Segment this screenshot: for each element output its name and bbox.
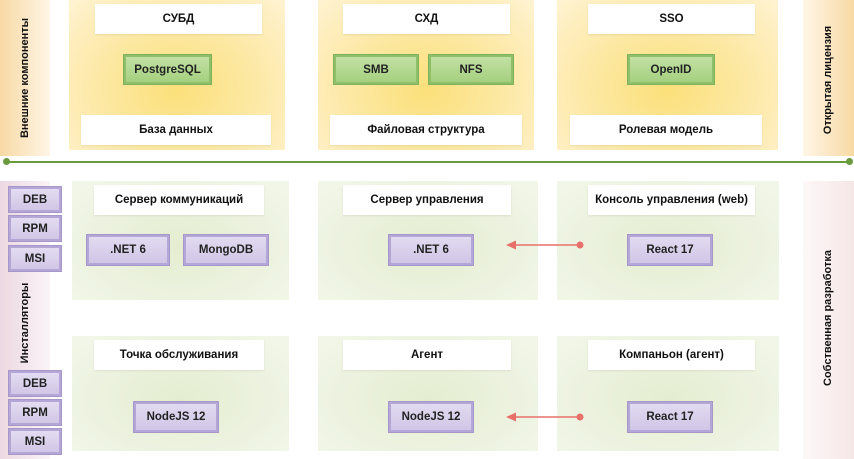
panel-service-point: Точка обслуживания NodeJS 12 [72,336,289,451]
agent-title: Агент [343,340,511,370]
panel-sso: SSO OpenID Ролевая модель [557,0,778,150]
tech-nodejs12-service-point: NodeJS 12 [133,401,219,433]
tech-nodejs12-agent: NodeJS 12 [388,401,474,433]
installer-bottom-rpm: RPM [8,399,62,426]
tech-nfs: NFS [428,54,514,85]
label-open-license: Открытая лицензия [822,25,834,135]
panel-companion: Компаньон (агент) React 17 [557,336,779,451]
companion-title: Компаньон (агент) [588,340,755,370]
right-strip-own-development [803,181,854,459]
mgmt-server-title: Сервер управления [343,185,511,215]
console-title: Консоль управления (web) [588,185,755,215]
dbms-title: СУБД [95,4,262,34]
tech-react17-companion: React 17 [627,401,713,433]
tech-react17-console: React 17 [627,234,713,266]
left-strip-external [0,0,50,156]
label-own-development: Собственная разработка [822,250,834,386]
installer-top-deb: DEB [8,186,62,213]
dbms-footer: База данных [81,115,271,145]
tech-smb: SMB [333,54,419,85]
label-external-components: Внешние компоненты [19,17,31,139]
divider-right-dot [846,158,853,165]
tech-dotnet6-mgmt: .NET 6 [388,234,474,266]
right-strip-open-license [803,0,854,156]
tech-dotnet6-comm: .NET 6 [86,234,170,266]
panel-storage: СХД SMB NFS Файловая структура [318,0,534,150]
installer-top-msi: MSI [8,245,62,272]
storage-footer: Файловая структура [330,115,522,145]
tech-mongodb: MongoDB [183,234,269,266]
installer-top-rpm: RPM [8,215,62,242]
comm-server-title: Сервер коммуникаций [94,185,264,215]
installer-bottom-msi: MSI [8,428,62,455]
storage-title: СХД [343,4,510,34]
divider-left-dot [3,158,10,165]
installer-bottom-deb: DEB [8,370,62,397]
label-installers: Инсталляторы [19,282,31,364]
panel-comm-server: Сервер коммуникаций .NET 6 MongoDB [72,181,289,300]
panel-mgmt-server: Сервер управления .NET 6 [318,181,538,300]
sso-title: SSO [588,4,755,34]
service-point-title: Точка обслуживания [94,340,264,370]
tech-openid: OpenID [627,54,715,85]
panel-console: Консоль управления (web) React 17 [557,181,779,300]
section-divider [6,161,850,163]
panel-dbms: СУБД PostgreSQL База данных [69,0,285,150]
panel-agent: Агент NodeJS 12 [318,336,538,451]
tech-postgresql: PostgreSQL [123,54,212,85]
sso-footer: Ролевая модель [570,115,762,145]
